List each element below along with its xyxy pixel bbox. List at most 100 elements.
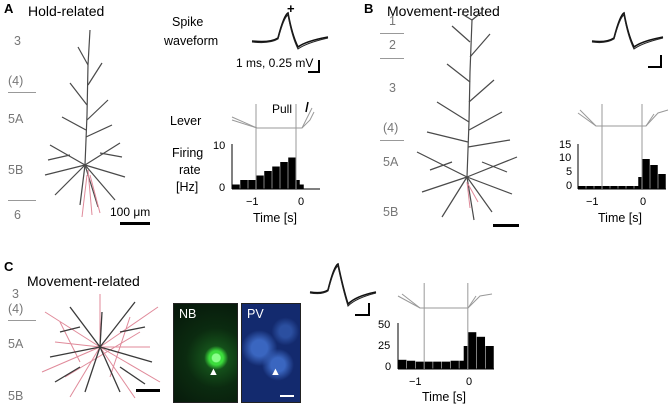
layer-boundary <box>8 200 36 201</box>
neuron-a-reconstruction <box>44 29 126 218</box>
layer-label: 5A <box>8 112 24 126</box>
spike-marker: + <box>287 1 295 16</box>
layer-label: 3 <box>389 81 396 95</box>
spike-scale-bar <box>308 71 320 73</box>
x-tick-label: 0 <box>466 376 473 388</box>
layer-label: 1 <box>389 14 396 28</box>
x-tick-label: −1 <box>586 196 599 208</box>
histogram-bar <box>602 186 610 189</box>
layer-boundary <box>8 320 36 321</box>
histogram-bar <box>264 171 272 189</box>
neuron-c-reconstruction <box>41 294 161 399</box>
histogram-bar <box>398 359 407 369</box>
histogram-bar <box>476 336 486 369</box>
layer-label: (4) <box>8 302 24 316</box>
x-axis-label: Time [s] <box>422 390 466 404</box>
x-axis-label: Time [s] <box>253 211 297 225</box>
layer-label: 5A <box>383 155 399 169</box>
panel-b-title: Movement-related <box>387 3 500 19</box>
histogram-bar <box>450 360 459 369</box>
spike-scale-bar <box>660 55 662 68</box>
layer-label: 5A <box>8 337 24 351</box>
layer-label: (4) <box>8 74 24 88</box>
y-tick-label: 15 <box>559 139 572 151</box>
histogram-bar <box>578 186 586 189</box>
scale-bar <box>136 389 160 392</box>
histogram-bar <box>594 186 602 189</box>
histogram-bar <box>240 180 248 189</box>
histogram-bar <box>618 186 626 189</box>
layer-boundary <box>380 140 404 141</box>
x-tick-label: −1 <box>246 196 259 208</box>
x-tick-label: 0 <box>298 196 305 208</box>
layer-boundary <box>380 33 404 34</box>
panel-c-title: Movement-related <box>27 273 140 289</box>
neuron-b-reconstruction <box>416 11 518 221</box>
spike-scale-label: 1 ms, 0.25 mV <box>236 56 314 70</box>
layer-boundary <box>8 92 36 93</box>
arrowhead-icon: ▲ <box>270 366 281 378</box>
firing-rate-label: Firing <box>172 146 204 160</box>
panel-a-title: Hold-related <box>28 3 105 19</box>
spike-scale-bar <box>318 60 320 73</box>
y-tick-label: 0 <box>566 180 573 192</box>
spike-scale-bar <box>368 303 370 316</box>
pv-label: PV <box>247 307 264 321</box>
y-tick-label: 10 <box>213 140 226 152</box>
scale-bar <box>120 222 150 225</box>
scale-bar <box>280 395 294 397</box>
nb-micrograph: NB ▲ <box>173 303 238 403</box>
scale-bar <box>493 224 519 227</box>
histogram-bar <box>296 184 304 189</box>
firing-rate-chart-c <box>397 283 494 370</box>
histogram-bar <box>433 361 442 369</box>
firing-rate-chart-b <box>577 104 666 190</box>
firing-rate-label: rate <box>179 163 201 177</box>
histogram-bar <box>272 166 280 189</box>
layer-label: 5B <box>8 163 24 177</box>
layer-label: 5B <box>383 205 399 219</box>
y-tick-label: 25 <box>378 340 391 352</box>
pull-label: Pull <box>272 102 293 116</box>
histogram-bar <box>406 360 416 369</box>
panel-a-letter: A <box>4 1 14 16</box>
layer-label: 5B <box>8 389 24 403</box>
layer-label: 6 <box>14 208 21 222</box>
y-tick-label: 5 <box>566 166 573 178</box>
lever-trace-c <box>397 293 493 309</box>
histogram-bar <box>610 186 618 189</box>
y-tick-label: 0 <box>385 361 392 373</box>
histogram-bar <box>280 162 288 189</box>
histogram-bar <box>650 165 658 189</box>
panel-c-letter: C <box>4 259 14 274</box>
histogram-bar <box>232 184 240 189</box>
histogram-bar <box>586 186 594 189</box>
lever-trace-b <box>577 109 669 127</box>
histogram-bar <box>459 360 468 369</box>
lever-label: Lever <box>170 114 202 128</box>
spike-label: Spike <box>172 15 204 29</box>
histogram-bar <box>642 159 650 189</box>
y-tick-label: 50 <box>378 319 391 331</box>
spike-waveform-b <box>591 11 664 50</box>
spike-scale-bar <box>648 66 662 68</box>
arrowhead-icon: ▲ <box>208 366 219 378</box>
y-tick-label: 0 <box>219 182 226 194</box>
histogram-bar <box>288 157 296 189</box>
firing-rate-label: [Hz] <box>176 180 199 194</box>
firing-rate-chart-a <box>231 104 320 190</box>
histogram-bar <box>626 186 634 189</box>
histogram-bar <box>468 332 477 369</box>
histogram-bar <box>485 346 494 369</box>
spike-waveform-c <box>309 262 377 307</box>
y-tick-label: 10 <box>559 152 572 164</box>
histogram-bar <box>634 186 642 189</box>
spike-label: waveform <box>164 34 219 48</box>
x-axis-label: Time [s] <box>598 211 642 225</box>
layer-label: (4) <box>383 121 399 135</box>
layer-label: 3 <box>14 34 21 48</box>
x-tick-label: −1 <box>409 376 422 388</box>
histogram-bar <box>415 361 424 369</box>
nb-label: NB <box>179 307 197 321</box>
scale-bar-label: 100 μm <box>110 205 151 219</box>
